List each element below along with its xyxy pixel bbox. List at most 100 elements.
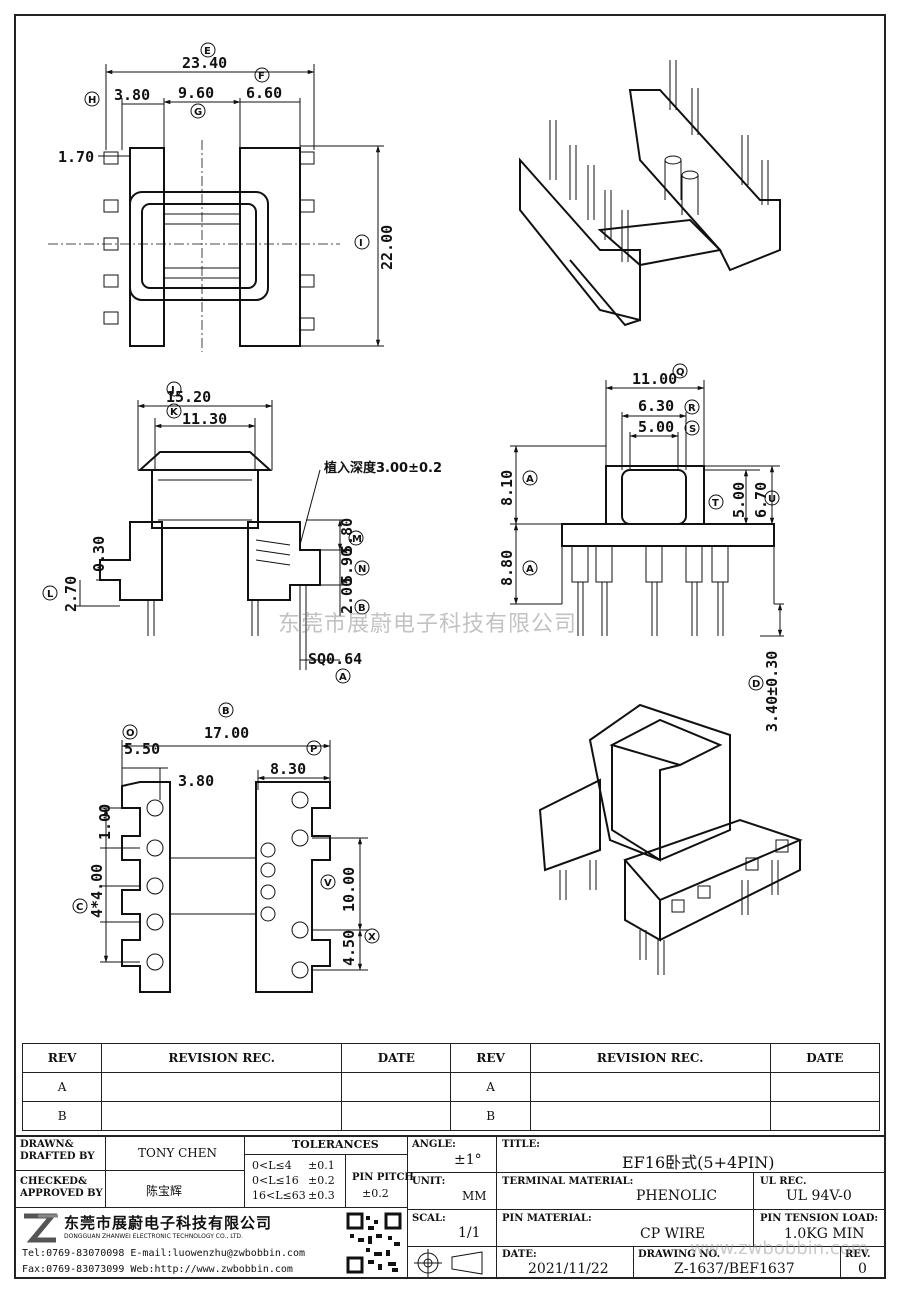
dim-1-00: 1.00 — [96, 804, 114, 840]
pin-tension-label: PIN TENSION LOAD: — [760, 1213, 879, 1224]
fax: Fax:0769-83073099 — [22, 1264, 125, 1275]
revision-cell — [529, 1101, 771, 1131]
unit: MM — [462, 1189, 487, 1203]
email[interactable]: E-mail:luowenzhu@zwbobbin.com — [130, 1248, 305, 1259]
rev-header: REV — [21, 1043, 103, 1073]
callout-b2: B — [358, 603, 366, 614]
callout-e: E — [204, 46, 211, 57]
callout-l: L — [47, 589, 54, 600]
isometric-view-bottom — [538, 703, 803, 975]
dim-q: 11.00 — [632, 370, 677, 388]
pin-pitch: ±0.2 — [362, 1187, 389, 1200]
table-row: B B — [21, 1101, 881, 1131]
revision-cell — [529, 1072, 771, 1102]
dim-f: 6.60 — [246, 84, 282, 102]
dim-v: 10.00 — [340, 867, 358, 912]
dim-i: 22.00 — [378, 225, 396, 270]
top-view: 23.40 3.80 9.60 6.60 1.70 22.00 E H G F … — [48, 42, 396, 352]
date-cell — [769, 1072, 881, 1102]
callout-b: B — [222, 706, 230, 717]
callout-a: A — [339, 672, 347, 683]
revision-cell — [101, 1072, 343, 1102]
callout-g: G — [194, 107, 202, 118]
dim-c: 4*4.00 — [88, 864, 106, 918]
dim-g: 9.60 — [178, 84, 214, 102]
callout-a1: A — [526, 474, 534, 485]
dim-p: 8.30 — [270, 760, 306, 778]
dim-n: 5.90 — [338, 548, 356, 584]
scale: 1/1 — [458, 1225, 481, 1241]
callout-h: H — [88, 95, 96, 106]
dim-a1: 8.10 — [498, 470, 516, 506]
callout-a2: A — [526, 564, 534, 575]
angle-label: ANGLE: — [412, 1139, 456, 1150]
contact-line-1: Tel:0769-83070098 E-mail:luowenzhu@zwbob… — [22, 1248, 305, 1259]
rev-cell: A — [21, 1072, 103, 1102]
callout-j: J — [170, 385, 175, 396]
dim-h: 3.80 — [114, 86, 150, 104]
callout-s: S — [689, 424, 696, 435]
callout-q: Q — [676, 367, 685, 378]
dim-s: 5.00 — [638, 418, 674, 436]
terminal-material-label: TERMINAL MATERIAL: — [502, 1176, 634, 1187]
revision-rec-header: REVISION REC. — [529, 1043, 771, 1073]
company-name-cn: 东莞市展蔚电子科技有限公司 — [64, 1214, 273, 1232]
rev-cell: B — [450, 1101, 531, 1131]
dim-d: 3.40±0.30 — [763, 651, 781, 732]
date-cell — [341, 1101, 452, 1131]
drawing-no: Z-1637/BEF1637 — [674, 1261, 795, 1277]
callout-t: T — [712, 498, 719, 509]
dim-pin-offset: 1.70 — [58, 148, 94, 166]
rev-value: 0 — [858, 1261, 867, 1277]
tolerance-list: 0<L≤4±0.1 0<L≤16±0.2 16<L≤63±0.3 — [252, 1158, 335, 1203]
date-cell — [341, 1072, 452, 1102]
revision-cell — [101, 1101, 343, 1131]
callouts-side: J K L M N B A — [42, 381, 370, 684]
website[interactable]: Web:http://www.zwbobbin.com — [130, 1264, 293, 1275]
callout-d: D — [752, 679, 760, 690]
dim-sq: SQ0.64 — [308, 650, 362, 668]
revision-table: REV REVISION REC. DATE REV REVISION REC.… — [21, 1043, 881, 1131]
dim-j: 15.20 — [166, 388, 211, 406]
pin-material: CP WIRE — [640, 1226, 706, 1242]
date: 2021/11/22 — [528, 1261, 609, 1277]
callout-n: N — [358, 564, 366, 575]
callouts-bottom: B O P C V X — [72, 702, 380, 944]
scale-label: SCAL: — [412, 1213, 446, 1224]
drawing-no-label: DRAWING NO. — [638, 1249, 721, 1260]
company-name-en: DONGGUAN ZHANWEI ELECTRONIC TECHNOLOGY C… — [64, 1233, 243, 1240]
terminal-material: PHENOLIC — [636, 1188, 718, 1204]
tolerance-row: 0<L≤4±0.1 — [252, 1159, 335, 1172]
tolerance-row: 0<L≤16±0.2 — [252, 1174, 335, 1187]
rev-header: REV — [450, 1043, 531, 1073]
dim-l: 2.70 — [62, 576, 80, 612]
table-row: A A — [21, 1072, 881, 1102]
angle: ±1° — [454, 1152, 482, 1168]
rev-cell: A — [450, 1072, 531, 1102]
tel: Tel:0769-83070098 — [22, 1248, 125, 1259]
dim-a2: 8.80 — [498, 550, 516, 586]
callouts-front: Q R S A T U A D — [522, 363, 780, 691]
dim-x: 4.50 — [340, 930, 358, 966]
dim-b2: 2.00 — [338, 578, 356, 614]
front-view: 11.00 6.30 5.00 8.10 5.00 6.70 8.80 3.40… — [498, 363, 784, 732]
pin-tension: 1.0KG MIN — [784, 1226, 865, 1242]
date-label: DATE: — [502, 1249, 537, 1260]
dim-m: 5.80 — [338, 518, 356, 554]
dim-3-80: 3.80 — [178, 772, 214, 790]
callout-r: R — [688, 403, 696, 414]
date-header: DATE — [769, 1043, 881, 1073]
watermark-url: www.zwbobbin.com — [690, 1238, 869, 1259]
callout-c: C — [76, 902, 83, 913]
dim-k: 11.30 — [182, 410, 227, 428]
projection-symbol — [414, 1249, 483, 1277]
part-title: EF16卧式(5+4PIN) — [622, 1153, 775, 1172]
drawn-by: TONY CHEN — [138, 1146, 217, 1160]
dim-o: 5.50 — [124, 740, 160, 758]
callout-f: F — [258, 71, 265, 82]
side-view: 15.20 11.30 0.30 2.70 5.80 5.90 2.00 SQ0… — [42, 381, 442, 684]
date-header: DATE — [341, 1043, 452, 1073]
callout-o: O — [126, 728, 135, 739]
tolerance-row: 16<L≤63±0.3 — [252, 1189, 335, 1202]
dim-r: 6.30 — [638, 397, 674, 415]
